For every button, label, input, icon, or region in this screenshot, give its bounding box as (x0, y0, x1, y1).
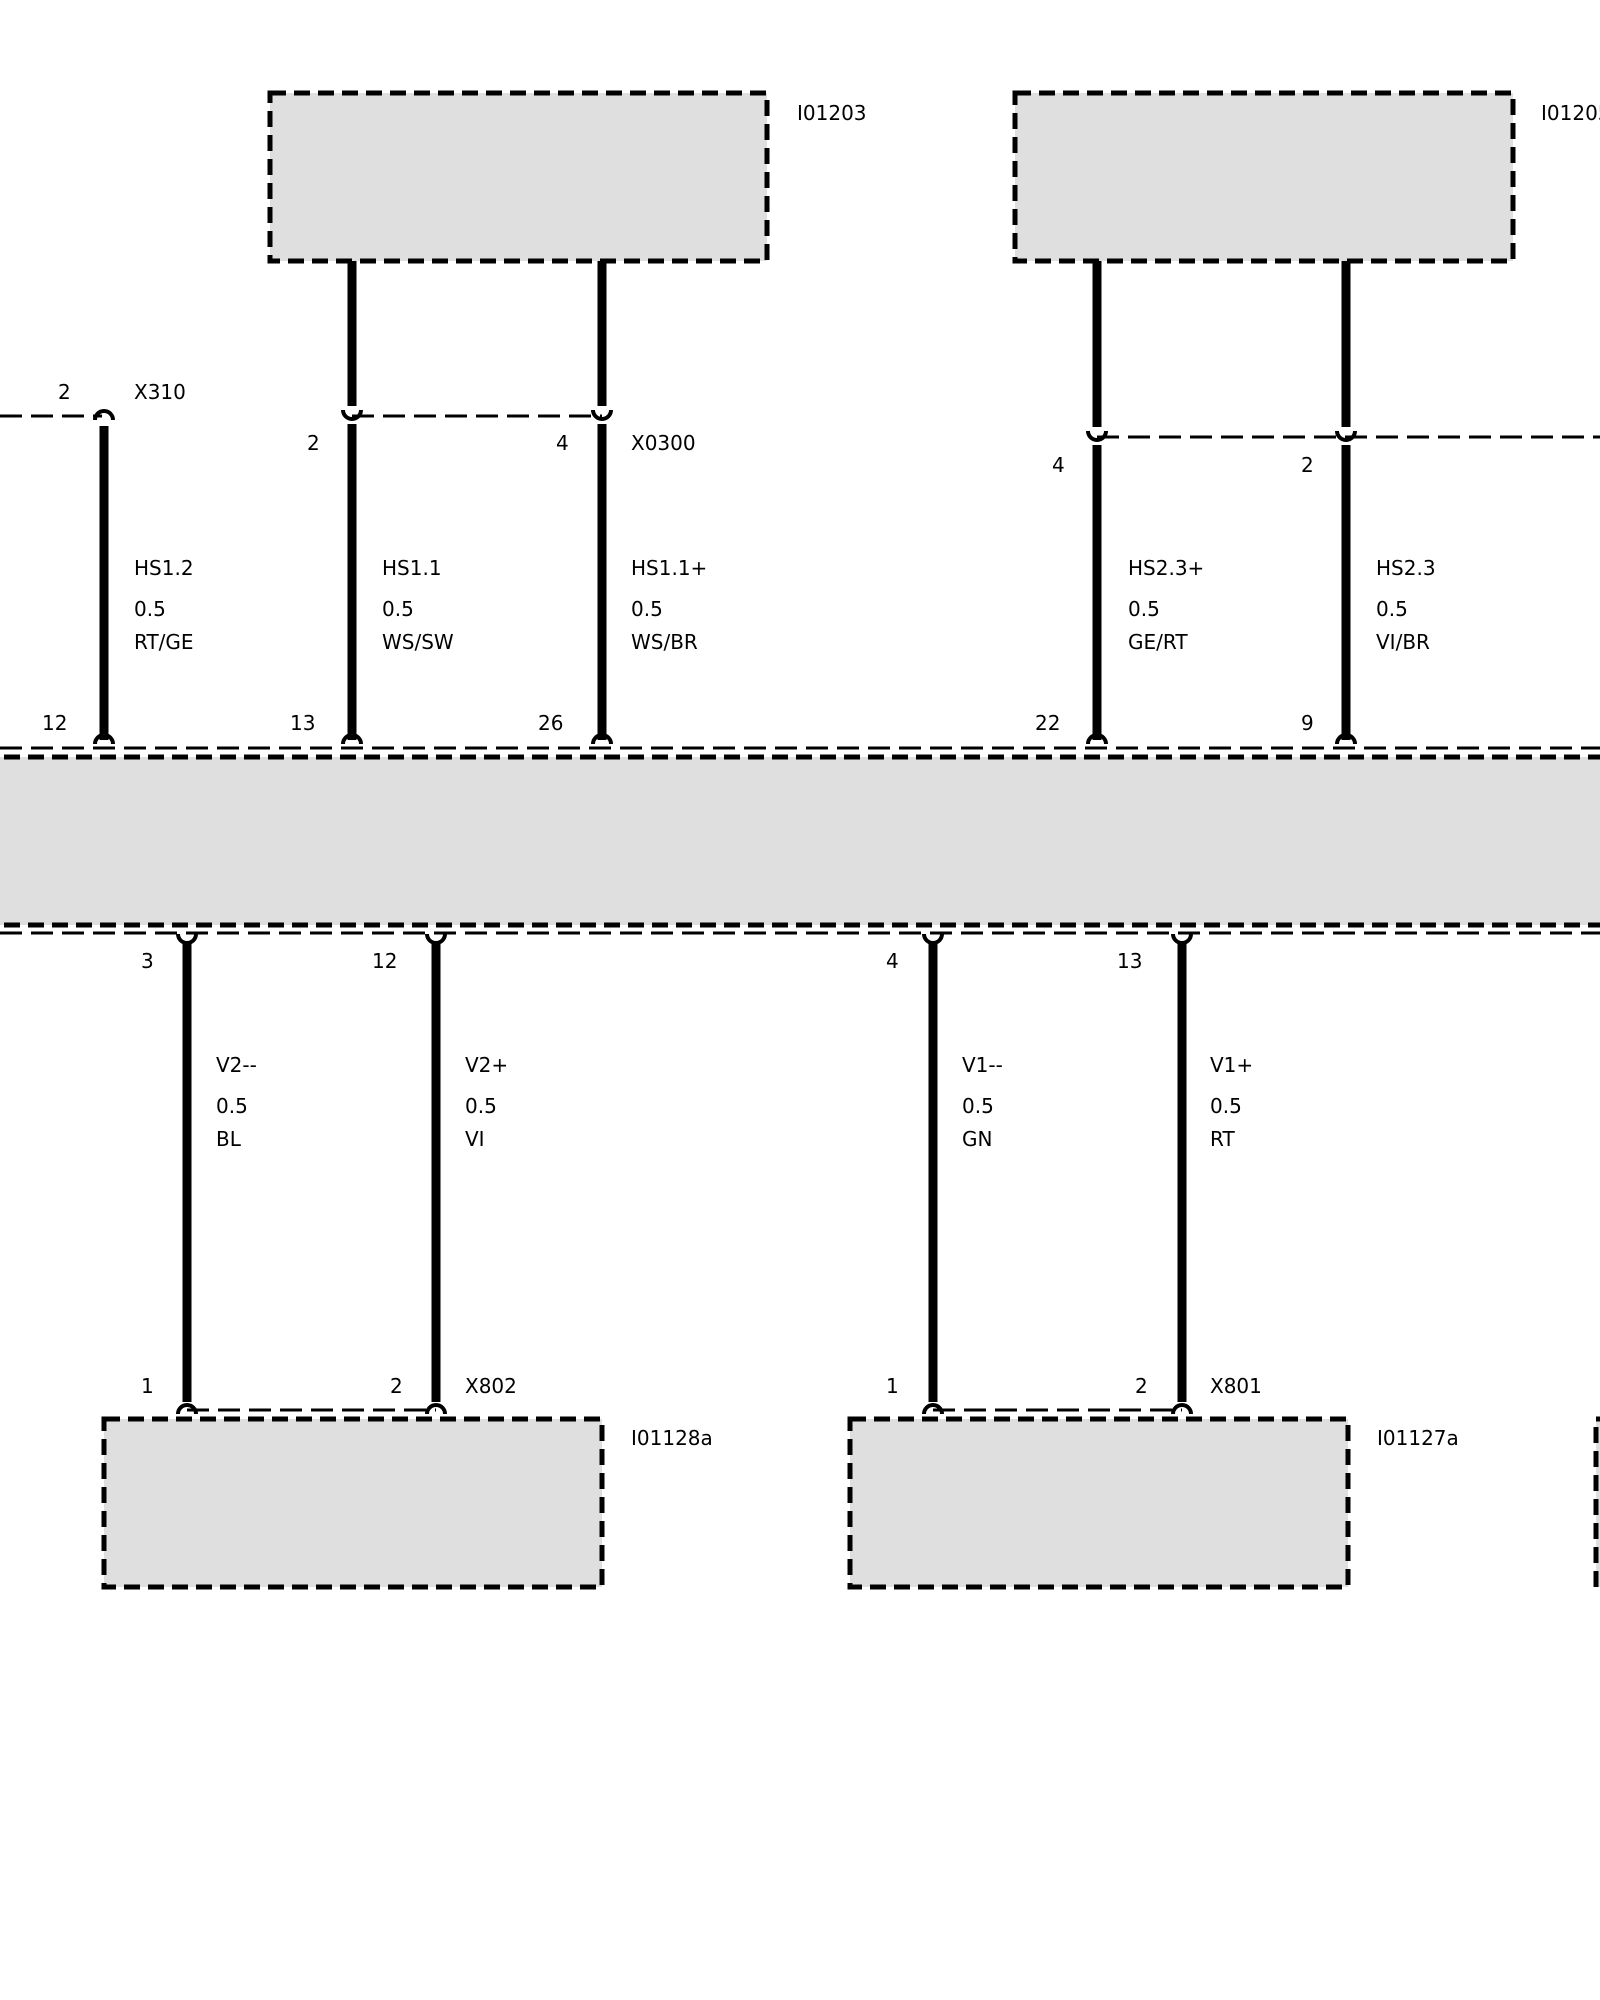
pin-terminal (425, 933, 447, 945)
wire-color-label: BL (216, 1127, 242, 1151)
pin-terminal (922, 1403, 944, 1415)
wire-gauge-label: 0.5 (465, 1094, 497, 1118)
connector-label-x310: X310 (134, 380, 186, 404)
control-unit-bus[interactable] (0, 754, 1600, 928)
wire-color-label: GN (962, 1127, 992, 1151)
pin-number: 9 (1301, 711, 1314, 735)
wire-gauge-label: 0.5 (1376, 597, 1408, 621)
pin-number: 12 (42, 711, 67, 735)
pin-terminal (922, 933, 944, 945)
wire-signal-label: HS1.1 (382, 556, 442, 580)
wire-gauge-label: 0.5 (962, 1094, 994, 1118)
wire-gauge-label: 0.5 (631, 597, 663, 621)
component-label-i01128a: I01128a (631, 1426, 713, 1450)
wire-signal-label: V2+ (465, 1053, 508, 1077)
pin-terminal (1086, 430, 1108, 442)
pin-terminal (93, 733, 115, 745)
pin-number: 2 (307, 431, 320, 455)
component-i01127a[interactable] (847, 1416, 1351, 1590)
connector-label-x801: X801 (1210, 1374, 1262, 1398)
wire-gauge-label: 0.5 (134, 597, 166, 621)
pin-number: 22 (1035, 711, 1060, 735)
connector-label-x0300: X0300 (631, 431, 696, 455)
pin-number: 1 (886, 1374, 899, 1398)
pin-terminal (1171, 1403, 1193, 1415)
component-i01128a[interactable] (101, 1416, 605, 1590)
wire-signal-label: V2-- (216, 1053, 257, 1077)
component-i01203[interactable] (267, 90, 770, 264)
component-label-i01205: I01205 (1541, 101, 1600, 125)
pin-terminal (591, 409, 613, 421)
pin-terminal (341, 733, 363, 745)
wire-color-label: GE/RT (1128, 630, 1188, 654)
pin-number: 4 (1052, 453, 1065, 477)
pin-number: 13 (290, 711, 315, 735)
wire-color-label: RT (1210, 1127, 1235, 1151)
pin-terminal (1335, 733, 1357, 745)
wire-gauge-label: 0.5 (1210, 1094, 1242, 1118)
pin-number: 2 (1135, 1374, 1148, 1398)
component-i01205[interactable] (1012, 90, 1516, 264)
pin-number: 2 (390, 1374, 403, 1398)
wire-color-label: WS/SW (382, 630, 454, 654)
pin-terminal (341, 409, 363, 421)
pin-terminal (176, 1403, 198, 1415)
pin-number: 26 (538, 711, 563, 735)
pin-terminal (1086, 733, 1108, 745)
pin-number: 2 (1301, 453, 1314, 477)
wire-signal-label: HS1.2 (134, 556, 194, 580)
wire-color-label: VI/BR (1376, 630, 1430, 654)
wire-signal-label: HS1.1+ (631, 556, 707, 580)
pin-terminal (176, 933, 198, 945)
wire-signal-label: V1+ (1210, 1053, 1253, 1077)
connector-label-x802: X802 (465, 1374, 517, 1398)
wire-gauge-label: 0.5 (382, 597, 414, 621)
wire-gauge-label: 0.5 (216, 1094, 248, 1118)
pin-terminal (591, 733, 613, 745)
component-label-i01127a: I01127a (1377, 1426, 1459, 1450)
wire-signal-label: V1-- (962, 1053, 1003, 1077)
wire-color-label: VI (465, 1127, 485, 1151)
component-label-i01203: I01203 (797, 101, 867, 125)
wire-signal-label: HS2.3 (1376, 556, 1436, 580)
pin-terminal (1335, 430, 1357, 442)
pin-number: 12 (372, 949, 397, 973)
pin-number: 1 (141, 1374, 154, 1398)
pin-terminal (425, 1403, 447, 1415)
wire-signal-label: HS2.3+ (1128, 556, 1204, 580)
wire-color-label: WS/BR (631, 630, 698, 654)
pin-terminal (93, 409, 115, 421)
pin-number: 13 (1117, 949, 1142, 973)
pin-number: 4 (886, 949, 899, 973)
pin-number: 2 (58, 380, 71, 404)
pin-terminal (1171, 933, 1193, 945)
component-partial-right[interactable] (1593, 1416, 1600, 1590)
wire-color-label: RT/GE (134, 630, 194, 654)
pin-number: 4 (556, 431, 569, 455)
pin-number: 3 (141, 949, 154, 973)
wire-gauge-label: 0.5 (1128, 597, 1160, 621)
